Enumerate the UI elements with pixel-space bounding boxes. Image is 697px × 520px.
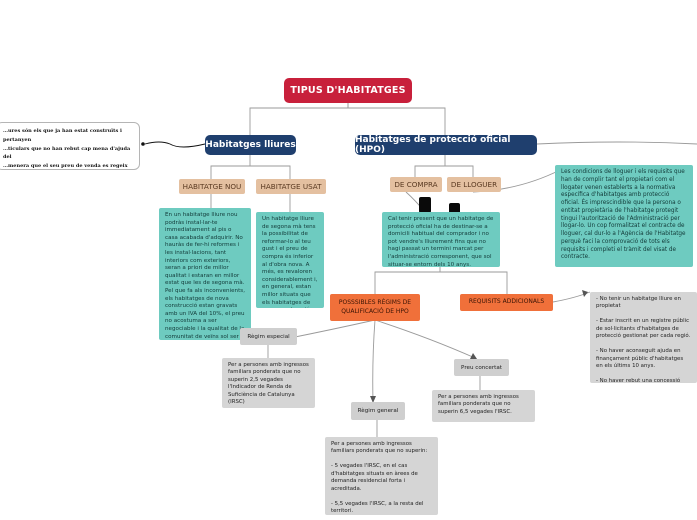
link-regims-concertat xyxy=(374,319,476,359)
link-hpo-children xyxy=(414,154,474,177)
topic-hpo[interactable]: Habitatges de protecció oficial (HPO) xyxy=(355,135,537,155)
link-root-lliures xyxy=(249,103,349,135)
link-lliures-leftnote xyxy=(144,141,206,148)
text-requisits-addicionals[interactable]: - No tenir un habitatge lliure en propie… xyxy=(590,292,697,383)
root-title[interactable]: TIPUS D'HABITATGES xyxy=(284,78,412,103)
text-de-lloguer[interactable]: Les condicions de lloguer i els requisit… xyxy=(555,165,693,267)
marker-flag xyxy=(449,203,460,217)
label-habitatge-usat[interactable]: HABITATGE USAT xyxy=(256,179,326,194)
topic-lliures[interactable]: Habitatges lliures xyxy=(205,135,296,155)
text-preu-concertat[interactable]: Per a persones amb ingressos familiars p… xyxy=(432,390,535,422)
link-compra-orange xyxy=(374,267,508,294)
text-regim-especial[interactable]: Per a persones amb ingressos familiars p… xyxy=(222,358,315,408)
label-regim-general[interactable]: Règim general xyxy=(351,402,405,420)
label-possibles-regims[interactable]: POSSSIBLES RÈGIMS DE QUALIFICACIÓ DE HPO xyxy=(330,294,420,321)
label-requisits-addicionals[interactable]: REQUISITS ADDICIONALS xyxy=(460,294,553,311)
link-regims-especial xyxy=(289,319,376,339)
link-regims-general xyxy=(372,319,376,403)
label-de-lloguer[interactable]: DE LLOGUER xyxy=(447,177,501,192)
link-hpo-offscreen xyxy=(536,141,697,145)
link-lliures-children xyxy=(210,154,291,179)
text-habitatge-nou[interactable]: En un habitatge lliure nou podràs instal… xyxy=(159,208,251,340)
marker-flag xyxy=(419,197,431,213)
link-requisits-text xyxy=(552,291,591,303)
label-habitatge-nou[interactable]: HABITATGE NOU xyxy=(179,179,245,194)
label-de-compra[interactable]: DE COMPRA xyxy=(390,177,442,192)
label-regim-especial[interactable]: Règim especial xyxy=(240,328,297,345)
label-preu-concertat[interactable]: Preu concertat xyxy=(454,359,509,376)
text-de-compra[interactable]: Cal tenir present que un habitatge de pr… xyxy=(382,212,500,267)
left-note[interactable]: …ures són els que ja han estat construït… xyxy=(0,122,140,170)
arrowhead xyxy=(470,353,477,359)
link-root-hpo xyxy=(347,103,446,135)
arrowhead xyxy=(582,290,588,297)
text-habitatge-usat[interactable]: Un habitatge lliure de segona mà tens la… xyxy=(256,212,324,308)
arrowhead xyxy=(370,396,376,403)
text-regim-general[interactable]: Per a persones amb ingressos familiars p… xyxy=(325,437,438,515)
